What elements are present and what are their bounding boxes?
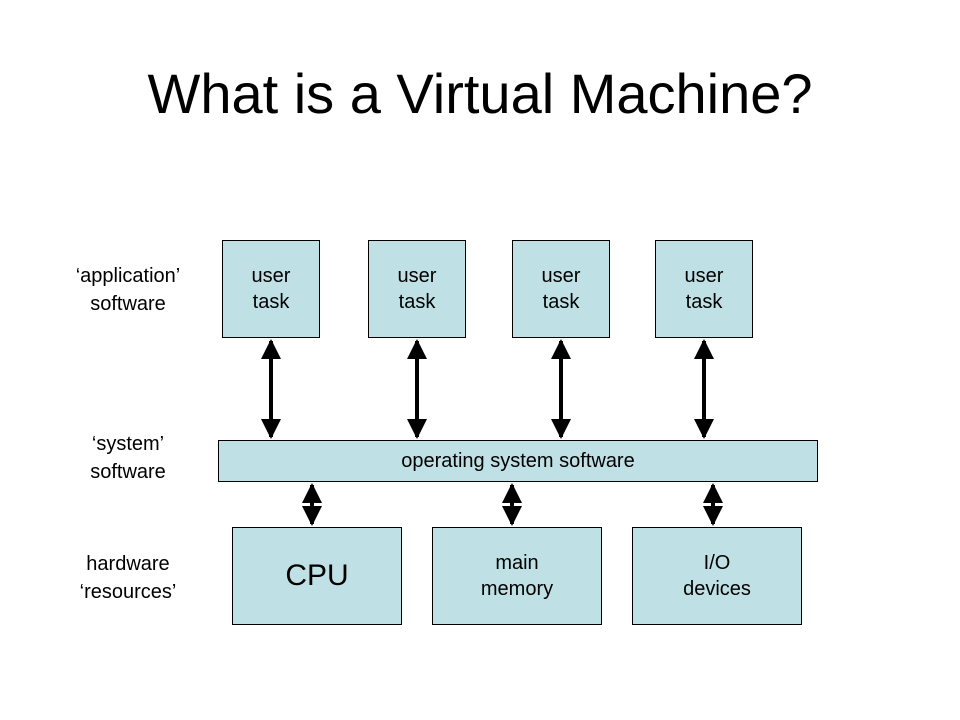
main-memory-box: main memory — [432, 527, 602, 625]
layer-label-application: ‘application’ software — [75, 265, 181, 315]
user-task-box-3: user task — [512, 240, 610, 338]
io-devices-box: I/O devices — [632, 527, 802, 625]
os-software-bar: operating system software — [218, 440, 818, 482]
slide-title: What is a Virtual Machine? — [147, 62, 813, 125]
user-task-box-1: user task — [222, 240, 320, 338]
user-task-box-4: user task — [655, 240, 753, 338]
user-task-box-2: user task — [368, 240, 466, 338]
cpu-box: CPU — [232, 527, 402, 625]
layer-label-hardware: hardware ‘resources’ — [79, 553, 177, 603]
layer-label-system: ‘system’ software — [90, 433, 166, 483]
